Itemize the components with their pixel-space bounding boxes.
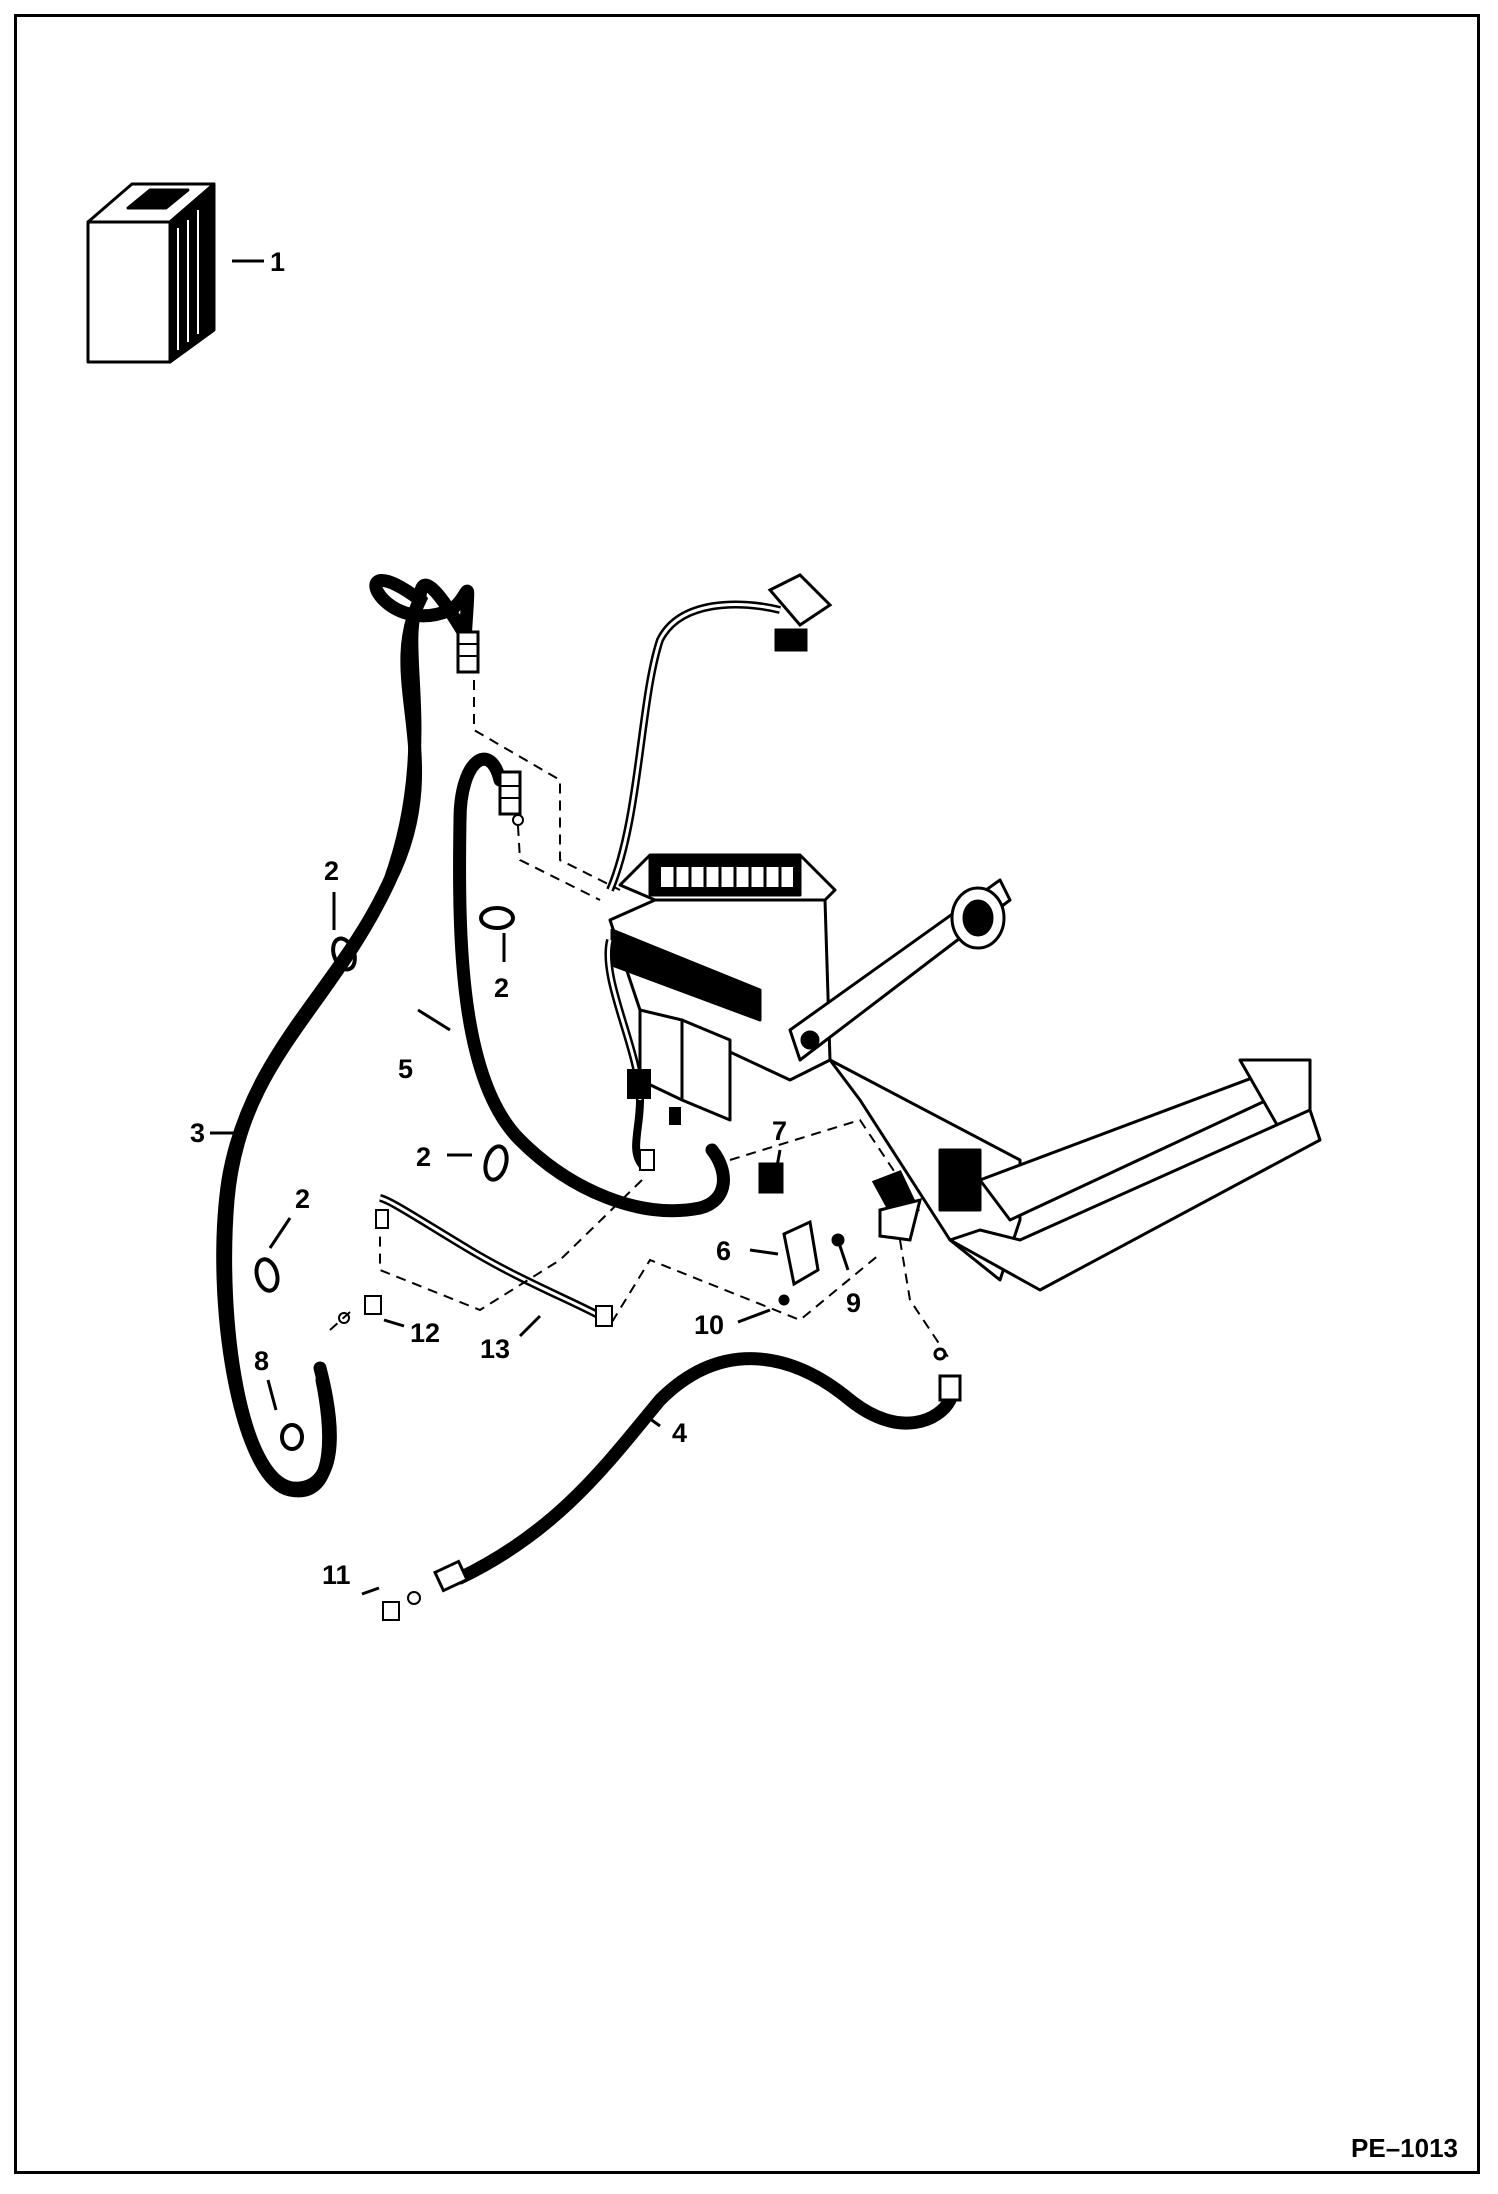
callout-2a: 2 <box>324 856 339 886</box>
callout-5: 5 <box>398 1054 413 1084</box>
callout-9: 9 <box>846 1288 861 1318</box>
kit-box <box>86 182 216 364</box>
drawing-frame <box>14 14 1480 2174</box>
drawing-number: PE–1013 <box>1351 2133 1458 2163</box>
callout-13: 13 <box>480 1334 510 1364</box>
callout-8: 8 <box>254 1346 269 1376</box>
callout-10: 10 <box>694 1310 724 1340</box>
heater-assembly <box>608 853 1322 1292</box>
callout-4: 4 <box>672 1418 687 1448</box>
control-cable <box>606 600 781 892</box>
callout-12: 12 <box>410 1318 440 1348</box>
callout-3: 3 <box>190 1118 205 1148</box>
callout-7: 7 <box>772 1116 787 1146</box>
hose-4 <box>453 1352 957 1585</box>
callout-2c: 2 <box>416 1142 431 1172</box>
callout-6: 6 <box>716 1236 731 1266</box>
callout-2b: 2 <box>494 973 509 1003</box>
callout-1: 1 <box>270 247 285 277</box>
hose-5 <box>453 752 730 1218</box>
callout-11: 11 <box>322 1560 351 1590</box>
callout-2d: 2 <box>295 1184 310 1214</box>
